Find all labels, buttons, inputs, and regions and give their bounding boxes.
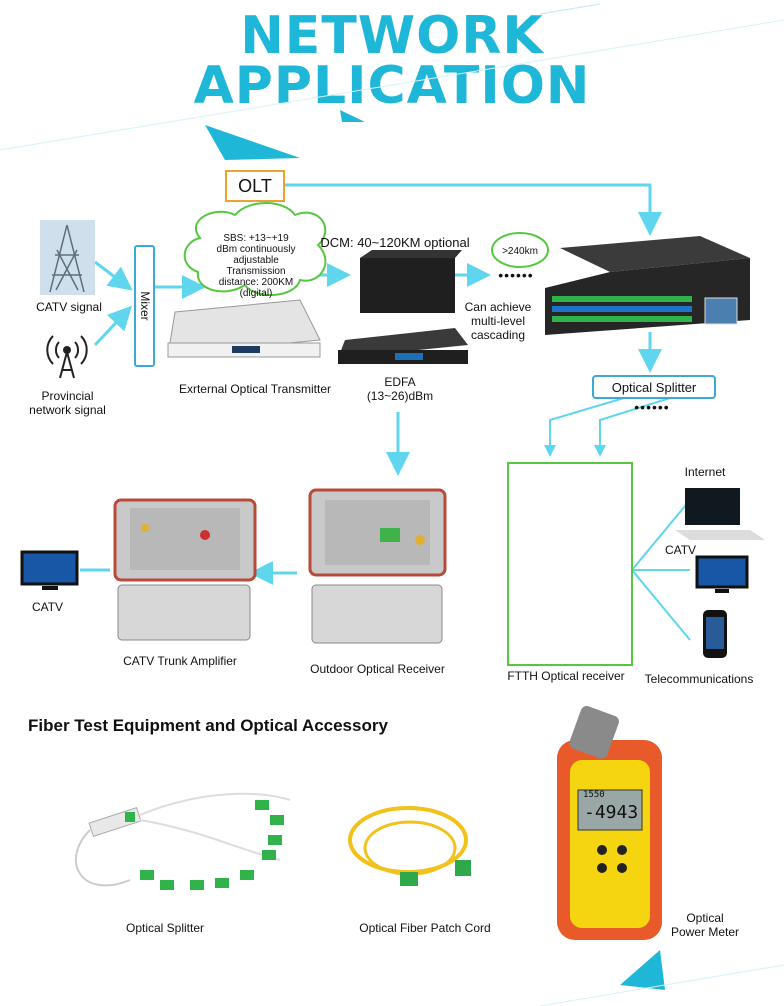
dots-cascade: •••••• <box>498 267 534 283</box>
catv-right-label: CATV <box>664 543 697 557</box>
trunk-amplifier-device <box>113 498 257 641</box>
ftth-label: FTTH Optical receiver <box>507 669 625 683</box>
cloud-shape <box>183 202 327 297</box>
olt-box: OLT <box>225 170 285 202</box>
decor-line-small <box>539 3 601 15</box>
splitter-branch-right <box>594 397 671 457</box>
provincial-label-line2: network signal <box>29 403 106 417</box>
decor-triangle-top <box>205 125 300 160</box>
tv-icon-left <box>20 550 79 590</box>
optical-splitter-label: Optical Splitter <box>611 379 697 395</box>
laptop-icon <box>675 488 765 540</box>
phone-icon <box>703 610 727 658</box>
tower-icon <box>40 220 95 295</box>
cloud-text: SBS: +13~+19 dBm continuously adjustable… <box>196 233 316 299</box>
telecom-label: Telecommunications <box>644 672 754 686</box>
decor-line-top <box>0 19 784 151</box>
accessories-section-title: Fiber Test Equipment and Optical Accesso… <box>28 716 388 735</box>
cascade-line: Can achieve <box>464 300 532 314</box>
ftth-to-telecom-line <box>631 569 691 641</box>
internet-label: Internet <box>684 465 726 479</box>
dots-splitter: •••••• <box>634 399 670 415</box>
decor-line-bottom <box>539 964 784 1006</box>
provincial-label-line1: Provincial <box>41 389 94 403</box>
title-line-1: NETWORK <box>240 6 544 66</box>
cloud-line: dBm continuously <box>216 244 296 255</box>
outdoor-receiver-device <box>308 488 447 644</box>
meter-readout: -4943 <box>584 802 639 823</box>
cascade-text: Can achieve multi-level cascading <box>458 300 538 342</box>
transmitter-label: Exrternal Optical Transmitter <box>178 382 332 396</box>
antenna-icon <box>46 335 88 379</box>
olt-chassis-device <box>545 236 750 335</box>
splitter-accessory-image <box>74 792 291 890</box>
decor-triangle-bottom <box>620 950 665 990</box>
power-meter-label-line2: Power Meter <box>670 925 740 939</box>
patch-cord-label: Optical Fiber Patch Cord <box>359 921 491 935</box>
dcm-device <box>360 250 462 313</box>
catv-to-mixer-arrow <box>94 260 133 291</box>
power-meter-label-line1: Optical <box>686 911 724 925</box>
ftth-to-internet-line <box>631 499 691 571</box>
cascade-line: multi-level <box>470 314 525 328</box>
catv-left-label: CATV <box>31 600 64 614</box>
edfa-label-line1: EDFA <box>384 375 416 389</box>
decor-triangle-small <box>340 110 365 122</box>
splitter-branch-left <box>544 397 625 457</box>
meter-top-readout: 1550 <box>583 790 605 800</box>
cloud-240km <box>491 232 549 268</box>
optical-transmitter-device <box>167 299 321 358</box>
tv-icon-right <box>695 555 749 593</box>
cloud-line: Transmission <box>226 266 286 277</box>
optical-splitter-box: Optical Splitter <box>592 375 716 399</box>
edfa-device <box>338 328 468 364</box>
outdoor-label: Outdoor Optical Receiver <box>310 662 445 676</box>
olt-to-olt-chassis-arrow <box>283 183 662 236</box>
cloud-line: SBS: +13~+19 <box>223 233 289 244</box>
provincial-to-mixer-arrow <box>93 305 133 347</box>
cloud-line: adjustable <box>233 255 279 266</box>
ftth-group-box <box>507 462 633 666</box>
patch-cord-accessory-image <box>348 806 471 886</box>
mixer-box: Mixer <box>134 245 155 367</box>
km240-label: >240km <box>502 246 538 257</box>
edfa-label-line2: (13~26)dBm <box>366 389 434 403</box>
power-meter-image <box>557 706 662 940</box>
cloud-line: distance: 200KM <box>218 277 294 288</box>
mixer-label: Mixer <box>137 291 152 321</box>
cloud-line: (digital) <box>239 288 273 299</box>
cascade-line: cascading <box>470 328 526 342</box>
dcm-label: DCM: 40~120KM optional <box>320 235 470 250</box>
trunk-label: CATV Trunk Amplifier <box>123 654 237 668</box>
catv-signal-label: CATV signal <box>36 300 102 314</box>
title-line-2: APPLICATION <box>193 56 591 116</box>
splitter-accessory-label: Optical Splitter <box>125 921 205 935</box>
olt-label: OLT <box>238 175 272 196</box>
